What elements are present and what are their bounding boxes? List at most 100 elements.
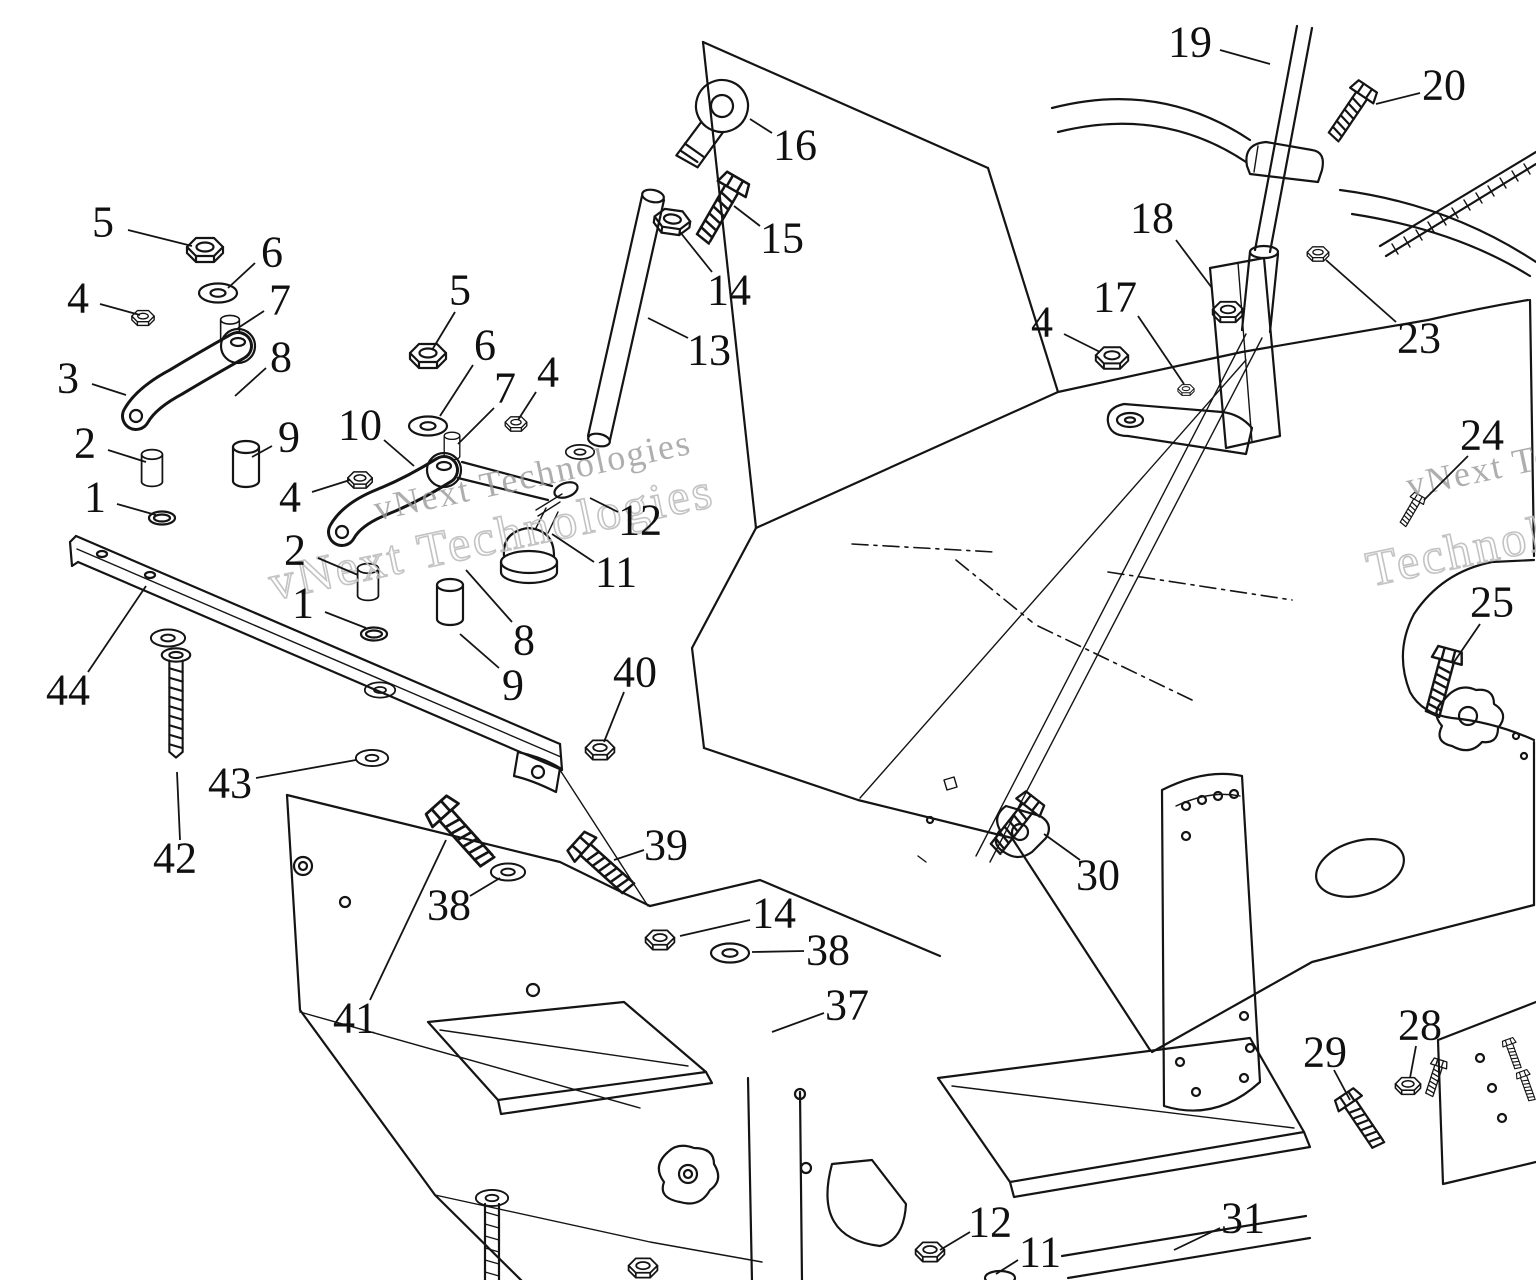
washer-part bbox=[197, 282, 239, 304]
screw-part bbox=[1514, 1068, 1536, 1104]
leader-line bbox=[733, 205, 761, 227]
callout-label-4: 4 bbox=[537, 348, 559, 397]
callout-label-1: 1 bbox=[84, 473, 106, 522]
leader-line bbox=[465, 569, 513, 623]
bolt-part bbox=[1320, 77, 1381, 147]
callout-label-6: 6 bbox=[261, 228, 283, 277]
leader-line bbox=[603, 691, 625, 743]
leader-line bbox=[439, 364, 474, 417]
callout-label-38: 38 bbox=[806, 926, 850, 975]
washer-part bbox=[489, 862, 527, 882]
callout-label-2: 2 bbox=[284, 526, 306, 575]
hex-nut-part bbox=[627, 1257, 659, 1279]
callout-label-39: 39 bbox=[644, 821, 688, 870]
leader-line bbox=[469, 877, 501, 897]
leader-line bbox=[749, 118, 773, 134]
callout-label-13: 13 bbox=[687, 326, 731, 375]
callout-label-25: 25 bbox=[1470, 578, 1514, 627]
spacer-part bbox=[435, 577, 465, 627]
hex-nut-part bbox=[1094, 346, 1130, 370]
callout-label-14: 14 bbox=[752, 889, 796, 938]
leader-line bbox=[679, 919, 751, 937]
leader-line bbox=[1173, 1227, 1221, 1251]
leader-line bbox=[1325, 259, 1397, 323]
leader-line bbox=[1063, 333, 1101, 353]
callout-label-41: 41 bbox=[333, 994, 377, 1043]
leader-line bbox=[517, 391, 537, 421]
bolt-part bbox=[563, 827, 642, 903]
hex-nut-part bbox=[347, 471, 373, 489]
callout-label-8: 8 bbox=[513, 616, 535, 665]
callout-label-3: 3 bbox=[57, 354, 79, 403]
diagram-line-art bbox=[68, 24, 1536, 1280]
callout-label-5: 5 bbox=[449, 266, 471, 315]
leader-line bbox=[589, 497, 619, 513]
bolt-part bbox=[160, 647, 192, 759]
hex-nut-part bbox=[1211, 300, 1245, 324]
callout-label-4: 4 bbox=[67, 274, 89, 323]
spacer-part bbox=[140, 448, 164, 488]
leader-line bbox=[1043, 833, 1081, 861]
leader-line bbox=[939, 1231, 971, 1251]
leader-line bbox=[317, 557, 359, 576]
callout-label-11: 11 bbox=[1019, 1228, 1061, 1277]
leader-line-layer bbox=[87, 49, 1481, 1275]
hex-nut-part bbox=[1306, 246, 1330, 262]
callout-label-31: 31 bbox=[1221, 1194, 1265, 1243]
leader-line bbox=[1375, 92, 1421, 105]
callout-label-9: 9 bbox=[502, 661, 524, 710]
callout-label-20: 20 bbox=[1422, 61, 1466, 110]
callout-label-4: 4 bbox=[279, 473, 301, 522]
hex-nut-part bbox=[1394, 1076, 1422, 1096]
leader-line bbox=[227, 262, 256, 289]
leader-line bbox=[99, 303, 141, 316]
belly-pan bbox=[285, 793, 1312, 1280]
leader-line bbox=[551, 533, 595, 563]
leader-line bbox=[1219, 49, 1271, 65]
callout-label-5: 5 bbox=[92, 198, 114, 247]
leader-line bbox=[1137, 315, 1185, 385]
hex-nut-part bbox=[1177, 384, 1195, 396]
callout-label-16: 16 bbox=[773, 121, 817, 170]
leader-line bbox=[1175, 239, 1213, 289]
washer-part bbox=[149, 628, 187, 648]
callout-label-30: 30 bbox=[1076, 851, 1120, 900]
callout-label-14: 14 bbox=[707, 266, 751, 315]
screw-part bbox=[1500, 1036, 1526, 1072]
leader-line bbox=[107, 449, 147, 463]
leader-line bbox=[369, 839, 447, 1001]
hex-nut-part bbox=[644, 929, 676, 951]
callout-label-23: 23 bbox=[1397, 314, 1441, 363]
leader-line bbox=[431, 311, 456, 351]
leader-line bbox=[116, 503, 157, 516]
pan-hardware bbox=[421, 739, 751, 964]
leader-line bbox=[751, 950, 805, 953]
callout-label-37: 37 bbox=[825, 981, 869, 1030]
leader-line bbox=[1423, 455, 1469, 501]
callout-label-1: 1 bbox=[292, 579, 314, 628]
leader-line bbox=[459, 633, 500, 669]
leader-line bbox=[255, 759, 357, 779]
right-side-hardware bbox=[982, 490, 1536, 1186]
leader-line bbox=[995, 1259, 1019, 1275]
leader-line bbox=[613, 849, 645, 861]
callout-label-19: 19 bbox=[1168, 18, 1212, 67]
leader-line bbox=[771, 1012, 825, 1033]
callout-label-24: 24 bbox=[1460, 411, 1504, 460]
leader-line bbox=[457, 407, 495, 445]
leader-line bbox=[679, 231, 713, 273]
steering-column-assembly bbox=[975, 24, 1536, 863]
washer-part bbox=[474, 1188, 510, 1208]
callout-label-12: 12 bbox=[618, 496, 662, 545]
callout-label-15: 15 bbox=[760, 214, 804, 263]
tie-rod-assembly bbox=[456, 71, 757, 585]
callout-label-40: 40 bbox=[613, 648, 657, 697]
washer-part bbox=[709, 942, 751, 964]
callout-label-18: 18 bbox=[1130, 194, 1174, 243]
callout-label-38: 38 bbox=[427, 881, 471, 930]
callout-label-17: 17 bbox=[1093, 273, 1137, 322]
callout-label-44: 44 bbox=[46, 666, 90, 715]
hex-nut-part bbox=[185, 236, 225, 264]
